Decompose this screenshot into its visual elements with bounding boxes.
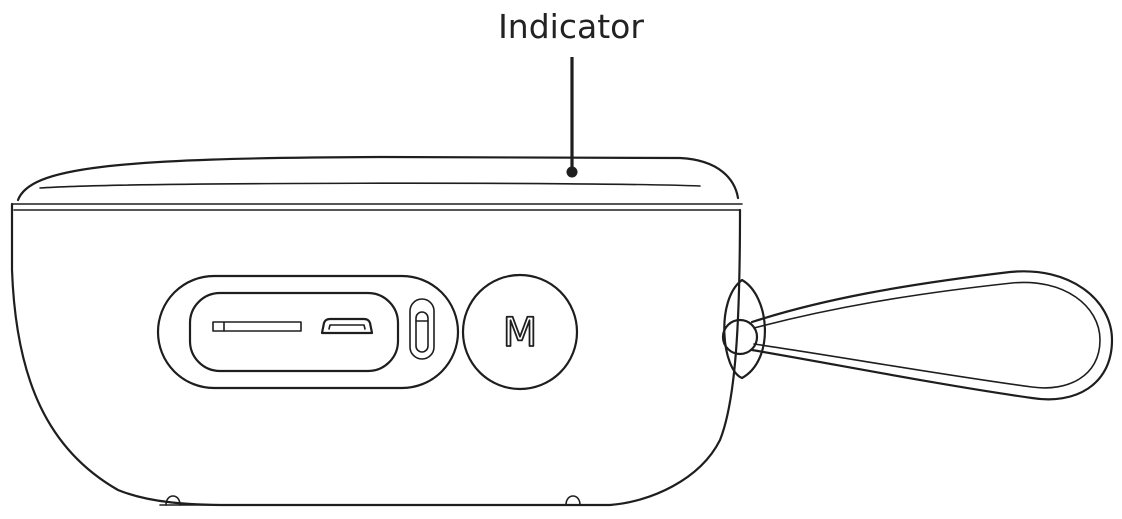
right-foot (565, 495, 581, 506)
speaker-top-cap (11, 155, 743, 211)
speaker-body (10, 202, 742, 507)
pill-switch (409, 298, 435, 360)
port-panel (156, 274, 460, 390)
mode-button: M (461, 273, 579, 391)
sd-card-slot (212, 321, 302, 332)
lanyard-mount (721, 278, 766, 380)
lanyard-loop (750, 270, 1114, 401)
left-foot (165, 495, 181, 506)
micro-usb-port (320, 317, 374, 335)
indicator-label: Indicator (498, 7, 644, 46)
indicator-dot (566, 166, 578, 178)
mode-button-letter: M (503, 310, 538, 356)
